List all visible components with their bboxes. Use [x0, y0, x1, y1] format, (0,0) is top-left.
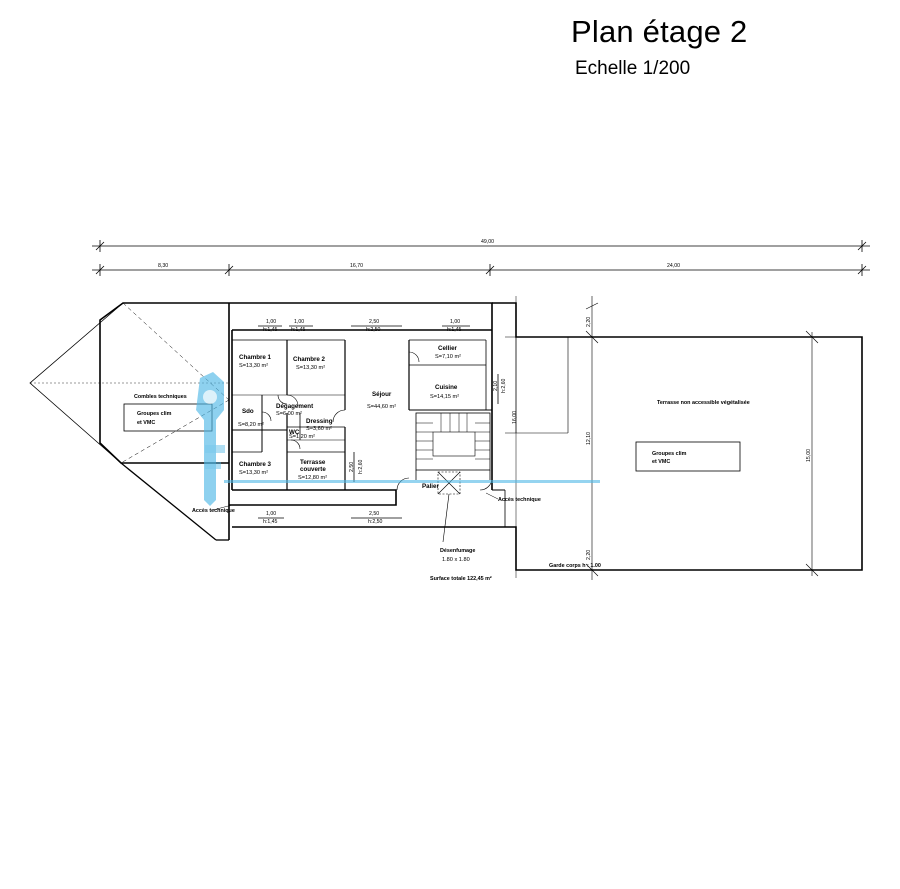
dim-win4-w: 1,00 — [450, 319, 460, 325]
room-wc-area: S=1,20 m² — [289, 434, 315, 440]
label-groupes-right-1: Groupes clim — [652, 451, 687, 457]
plan-title: Plan étage 2 — [571, 14, 748, 49]
room-sdo-area: S=8,20 m² — [238, 422, 264, 428]
room-palier-name: Palier — [422, 483, 439, 490]
dim-win3-w: 2,50 — [369, 319, 379, 325]
label-groupes-left-2: et VMC — [137, 420, 155, 426]
key-watermark-icon — [196, 372, 600, 506]
room-dressing-area: S=3,60 m² — [306, 426, 332, 432]
room-degagement-name: Dégagement — [276, 403, 313, 410]
room-chambre2-area: S=13,30 m² — [296, 365, 325, 371]
room-sdo-name: Sdo — [242, 408, 254, 415]
room-dressing-name: Dressing — [306, 418, 333, 425]
terrace-outline — [492, 296, 863, 580]
dim-win7-w: 2,10 — [493, 381, 499, 391]
label-garde-corps: Garde corps h : 1.00 — [549, 563, 601, 569]
room-sejour-name: Séjour — [372, 391, 392, 398]
dim-depth-right: 15,00 — [806, 449, 812, 462]
dim-wall-top: 2,20 — [586, 317, 592, 327]
dim-win6-w: 2,50 — [369, 511, 379, 517]
room-wc-name: WC — [289, 429, 300, 436]
room-chambre1-name: Chambre 1 — [239, 354, 272, 361]
apartment-walls — [229, 302, 505, 528]
dim-win4-h: h:1,45 — [447, 327, 462, 333]
dim-win5-h: h:1,45 — [263, 519, 278, 525]
dim-win1-h: h:1,45 — [263, 327, 278, 333]
label-acces-left: Accès technique — [192, 508, 235, 514]
room-terrasse-couverte-area: S=12,80 m² — [298, 475, 327, 481]
label-surface-totale: Surface totale 122,45 m² — [430, 576, 492, 582]
dim-seg-right: 24,00 — [667, 263, 680, 269]
dim-win8-h: h:2,60 — [358, 459, 364, 474]
dim-wall-bottom: 2,20 — [586, 550, 592, 560]
dim-win5-w: 1,00 — [266, 511, 276, 517]
dim-seg-left: 8,30 — [158, 263, 168, 269]
dimension-chains — [92, 240, 870, 276]
dim-win8-w: 2,50 — [349, 462, 355, 472]
room-chambre3-name: Chambre 3 — [239, 461, 272, 468]
staircase — [416, 413, 490, 460]
room-chambre1-area: S=13,30 m² — [239, 363, 268, 369]
room-chambre3-area: S=13,30 m² — [239, 470, 268, 476]
label-combles: Combles techniques — [134, 394, 187, 400]
dim-depth-inner: 12,10 — [586, 432, 592, 445]
dim-win2-h: h:1,45 — [291, 327, 306, 333]
dim-seg-mid: 16,70 — [350, 263, 363, 269]
room-cuisine-area: S=14,15 m² — [430, 394, 459, 400]
doors — [261, 351, 493, 491]
room-cuisine-name: Cuisine — [435, 384, 458, 391]
dim-overall: 49,00 — [481, 239, 494, 245]
room-degagement-area: S=6,00 m² — [276, 411, 302, 417]
combles-zone — [29, 302, 230, 541]
room-terrasse-couverte-name-1: Terrasse — [300, 459, 326, 466]
label-groupes-left-1: Groupes clim — [137, 411, 172, 417]
room-chambre2-name: Chambre 2 — [293, 356, 326, 363]
room-cellier-name: Cellier — [438, 345, 458, 352]
label-terrasse-vegetalisee: Terrasse non accessible végétalisée — [657, 400, 750, 406]
label-groupes-right-2: et VMC — [652, 459, 670, 465]
dim-win1-w: 1,00 — [266, 319, 276, 325]
plan-scale: Echelle 1/200 — [575, 58, 691, 79]
room-cellier-area: S=7,10 m² — [435, 354, 461, 360]
dim-win3-h: h:2,50 — [366, 327, 381, 333]
label-desenfumage-1: Désenfumage — [440, 548, 475, 554]
room-terrasse-couverte-name-2: couverte — [300, 466, 326, 473]
dim-win7-h: h:2,60 — [501, 378, 507, 393]
window-markers — [258, 325, 499, 519]
room-sejour-area: S=44,60 m² — [367, 404, 396, 410]
label-desenfumage-2: 1.80 x 1.80 — [442, 557, 470, 563]
dim-win6-h: h:2,50 — [368, 519, 383, 525]
label-acces-right: Accès technique — [498, 497, 541, 503]
dim-win2-w: 1,00 — [294, 319, 304, 325]
dim-depth-mid: 16,00 — [512, 411, 518, 424]
